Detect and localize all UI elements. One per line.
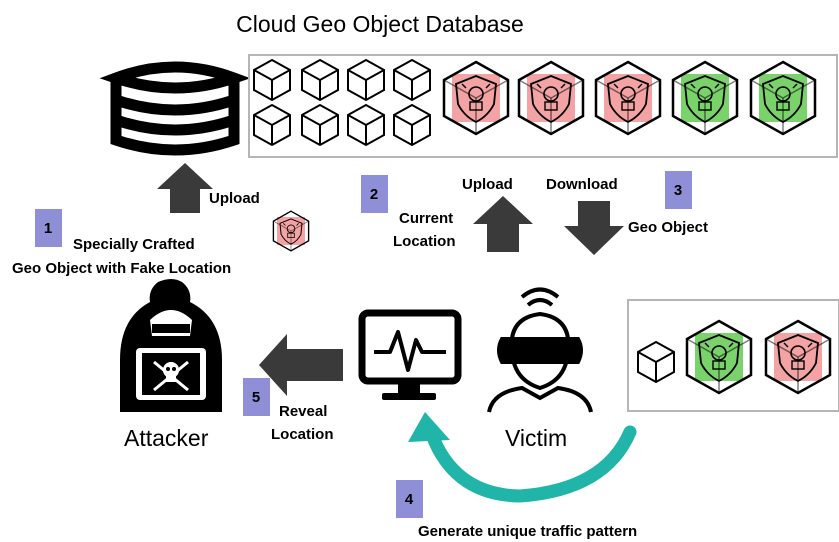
step-number-4: 4: [405, 491, 414, 508]
geo-object-label: Geo Object: [628, 219, 708, 236]
traffic-label: Generate unique traffic pattern: [418, 523, 637, 540]
database-icon: [99, 61, 251, 156]
step-number-3: 3: [674, 182, 682, 199]
step-badge-4: [396, 480, 423, 518]
current-label-line1: Current: [399, 210, 453, 227]
fake-geo-object-icon: [517, 60, 585, 136]
real-geo-object-icon: [685, 319, 753, 395]
reveal-label-line1: Reveal: [279, 403, 327, 420]
fake-geo-object-icon: [764, 319, 832, 395]
upload-label-mid: Upload: [462, 176, 513, 193]
step-badge-2: [361, 175, 388, 213]
crafted-label-line1: Specially Crafted: [73, 236, 195, 253]
attacker-icon: [120, 279, 222, 412]
crafted-geo-object-icon: [272, 210, 310, 252]
step-badge-5: [243, 378, 270, 416]
step-badge-3: [665, 171, 692, 209]
monitor-icon: [358, 309, 462, 400]
victim-vr-icon: [487, 287, 593, 413]
download-label: Download: [546, 176, 618, 193]
fake-geo-object-icon: [442, 60, 510, 136]
step-number-2: 2: [370, 186, 378, 203]
download-arrow: [564, 201, 624, 255]
fake-geo-object-icon: [594, 60, 662, 136]
diagram-title: Cloud Geo Object Database: [236, 11, 524, 37]
upload-arrow-left: [157, 163, 213, 213]
crafted-label-line2: Geo Object with Fake Location: [12, 260, 231, 277]
step-number-5: 5: [252, 389, 260, 406]
step-number-1: 1: [44, 220, 52, 237]
upload-arrow-mid: [473, 196, 533, 252]
real-geo-object-icon: [749, 60, 817, 136]
victim-label: Victim: [505, 425, 567, 451]
reveal-label-line2: Location: [271, 426, 334, 443]
traffic-curve: [408, 412, 637, 503]
upload-label-left: Upload: [209, 190, 260, 207]
reveal-arrow: [259, 334, 343, 396]
current-label-line2: Location: [393, 233, 456, 250]
step-badge-1: [35, 209, 62, 247]
attacker-label: Attacker: [124, 425, 209, 451]
real-geo-object-icon: [671, 60, 739, 136]
